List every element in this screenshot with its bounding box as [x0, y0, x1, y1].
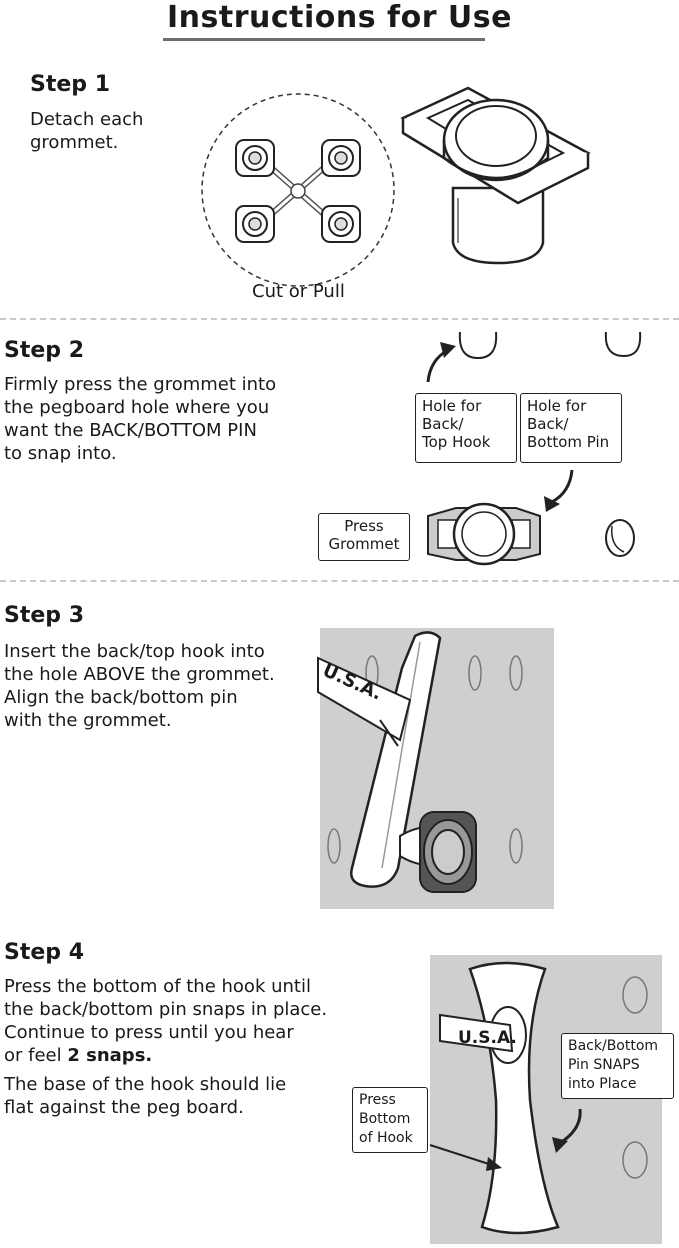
step-1-heading: Step 1: [30, 72, 110, 97]
section-divider: [0, 318, 679, 320]
grommet-icon: [321, 139, 361, 177]
arrow-icon: [552, 1137, 568, 1153]
label-pin-snaps: Back/Bottom Pin SNAPS into Place: [561, 1033, 674, 1099]
label-press-grommet: Press Grommet: [318, 513, 410, 561]
step-3-heading: Step 3: [4, 603, 84, 628]
grommet-icon: [321, 205, 361, 243]
step-4-line: flat against the peg board.: [4, 1097, 244, 1118]
label-line: Bottom: [359, 1111, 411, 1127]
label-line: Back/: [527, 415, 569, 433]
pegboard-holes-illustration: [426, 331, 642, 566]
hook-insert-illustration: [317, 631, 523, 893]
step-4-heading: Step 4: [4, 940, 84, 965]
arrow-icon: [486, 1157, 502, 1171]
step-3-line: Align the back/bottom pin: [4, 687, 238, 708]
label-line: Bottom Pin: [527, 433, 610, 451]
label-line: Press: [344, 517, 384, 535]
label-line: Back/: [422, 415, 464, 433]
step-1-text: Detach each grommet.: [30, 108, 143, 154]
label-line: Hole for: [527, 397, 587, 415]
grommet-sprue-illustration: [201, 93, 395, 287]
grommet-icon: [427, 502, 541, 566]
section-divider: [0, 580, 679, 582]
label-line: of Hook: [359, 1130, 413, 1146]
step-2-line: to snap into.: [4, 443, 117, 464]
label-line: Top Hook: [422, 433, 491, 451]
step-2-line: Firmly press the grommet into: [4, 374, 277, 395]
step-3-line: the hole ABOVE the grommet.: [4, 664, 275, 685]
label-line: Grommet: [328, 535, 400, 553]
step-4-line-prefix: or feel: [4, 1045, 68, 1066]
grommet-icon: [235, 139, 275, 177]
label-line: Pin SNAPS: [568, 1057, 640, 1073]
step-4-line: Continue to press until you hear: [4, 1022, 294, 1043]
grommet-icon: [399, 811, 477, 893]
label-press-bottom-hook: Press Bottom of Hook: [352, 1087, 428, 1153]
step-3-line: Insert the back/top hook into: [4, 641, 265, 662]
label-line: into Place: [568, 1076, 637, 1092]
step-3-line: with the grommet.: [4, 710, 172, 731]
page-title: Instructions for Use: [166, 0, 512, 35]
grommet-icon: [235, 205, 275, 243]
label-line: Back/Bottom: [568, 1038, 659, 1054]
label-hole-top-hook: Hole for Back/ Top Hook: [415, 393, 517, 463]
title-underline: [163, 38, 485, 41]
step-1-line: Detach each: [30, 109, 144, 130]
step-4-text: Press the bottom of the hook until the b…: [4, 975, 327, 1119]
step-3-text: Insert the back/top hook into the hole A…: [4, 640, 275, 732]
arrow-icon: [544, 496, 560, 512]
step-1-line: grommet.: [30, 132, 119, 153]
step-4-line: or feel 2 snaps.: [4, 1044, 327, 1067]
step-2-line: the pegboard hole where you: [4, 397, 270, 418]
step-4-line: the back/bottom pin snaps in place.: [4, 999, 328, 1020]
hook-icon: [317, 631, 442, 888]
usa-tag-label: U.S.A.: [458, 1028, 517, 1048]
step-2-text: Firmly press the grommet into the pegboa…: [4, 373, 276, 465]
label-line: Press: [359, 1092, 396, 1108]
step-4-line: The base of the hook should lie: [4, 1074, 287, 1095]
step-1-caption: Cut or Pull: [252, 281, 345, 302]
step-4-line: Press the bottom of the hook until: [4, 976, 311, 997]
hook-icon: [439, 961, 560, 1235]
step-2-line: want the BACK/BOTTOM PIN: [4, 420, 257, 441]
step-2-heading: Step 2: [4, 338, 84, 363]
label-hole-bottom-pin: Hole for Back/ Bottom Pin: [520, 393, 622, 463]
label-line: Hole for: [422, 397, 482, 415]
step-4-bold-snaps: 2 snaps.: [67, 1045, 153, 1066]
grommet-3d-icon: [400, 86, 591, 265]
hook-press-illustration: [429, 961, 648, 1235]
arrow-icon: [440, 342, 456, 358]
